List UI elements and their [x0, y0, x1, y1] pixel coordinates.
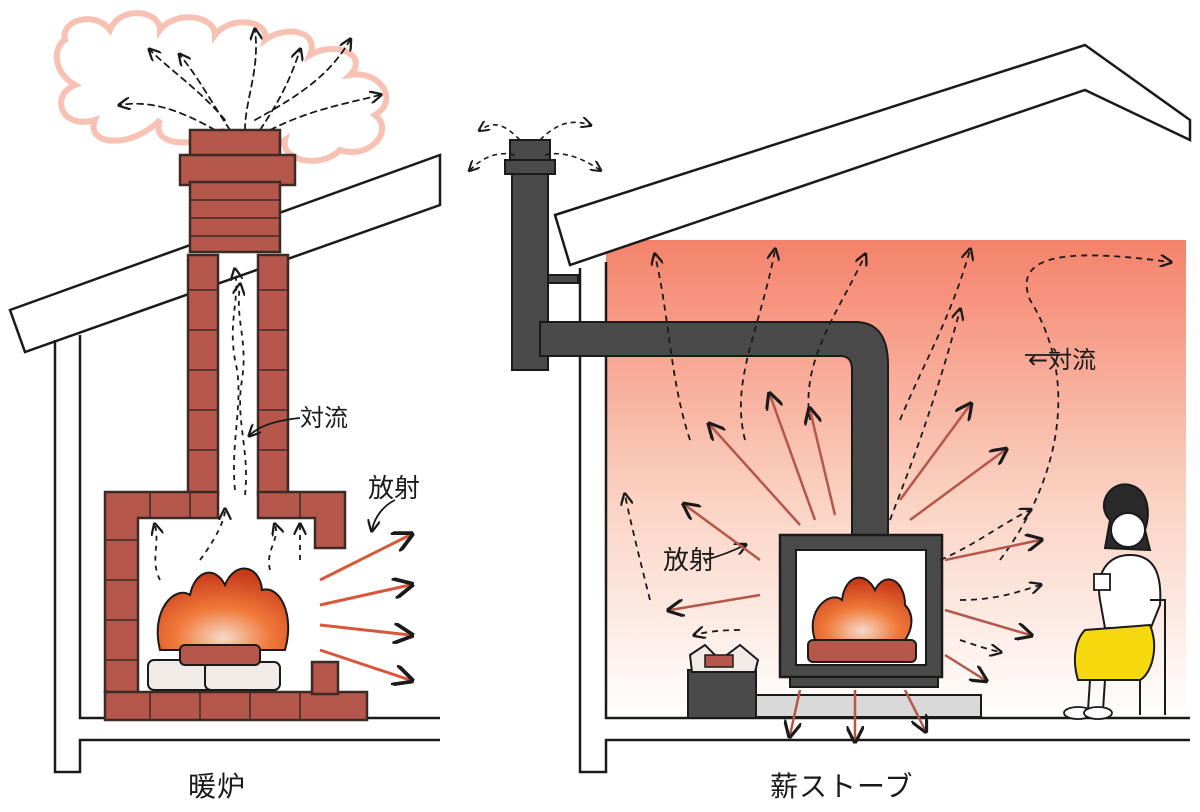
- fireplace-radiation-label: 放射: [368, 474, 421, 504]
- stove-pipe: [504, 139, 889, 541]
- fireplace-hearth: [103, 490, 369, 722]
- fireplace-roof: [8, 153, 442, 354]
- wood-stove: [744, 533, 982, 718]
- fireplace-convection-arrows: [155, 270, 396, 581]
- wood-stove-convection-label: ←対流: [1028, 346, 1097, 374]
- stove-smoke: [470, 122, 600, 170]
- wood-stove-caption: 薪ストーブ: [770, 770, 914, 803]
- fireplace-fire: [147, 567, 290, 691]
- stove-radiation-arrows: [670, 395, 1040, 740]
- fireplace-chimney: [178, 128, 297, 497]
- wood-stove-radiation-label: 放射: [663, 546, 716, 576]
- firewood-basket: [687, 643, 760, 719]
- seated-person: [1063, 483, 1166, 720]
- fireplace-caption: 暖炉: [188, 770, 247, 803]
- fireplace-smoke: [53, 10, 390, 164]
- fireplace-convection-label: 対流: [300, 404, 348, 432]
- stove-convection-arrows: [625, 250, 1170, 652]
- wood-stove-roof: [553, 43, 1192, 267]
- fireplace-radiation-arrows: [319, 535, 410, 680]
